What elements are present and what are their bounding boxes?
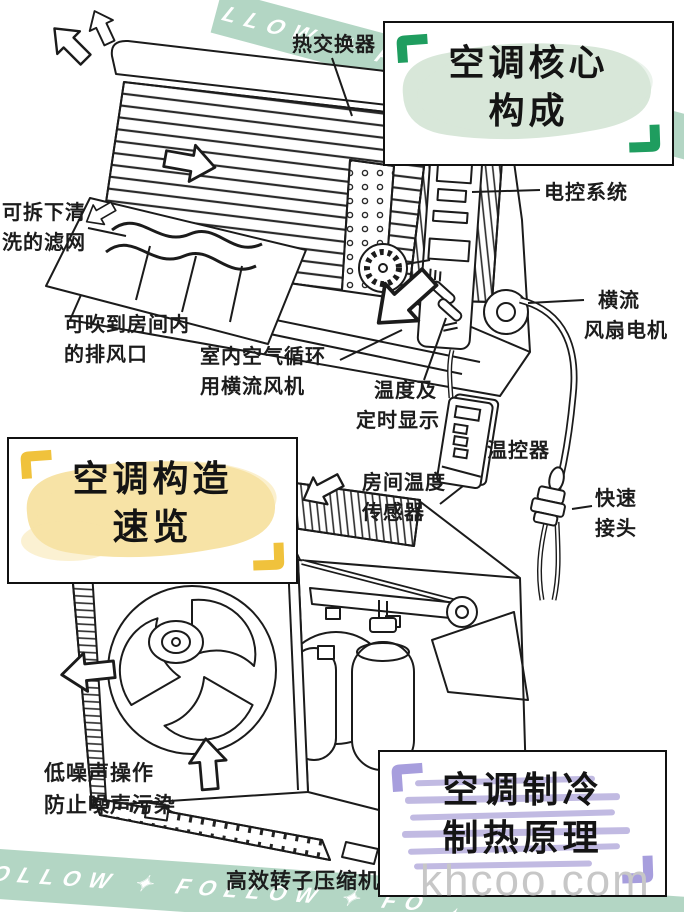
quick-connector-drawing bbox=[530, 466, 566, 527]
corner-bracket-icon bbox=[622, 855, 654, 884]
purple-scribble-lines bbox=[402, 775, 631, 870]
corner-bracket-icon bbox=[396, 33, 428, 64]
label-air-outlet: 可吹到房间内 的排风口 bbox=[64, 314, 190, 366]
label-temp-timer-display: 温度及 定时显示 bbox=[356, 380, 440, 432]
pointer-lines bbox=[87, 57, 593, 862]
yellow-brush-stroke bbox=[21, 460, 277, 561]
label-low-noise: 低噪声操作 防止噪声污染 bbox=[44, 762, 176, 817]
watermark-text: khcoo.com bbox=[420, 856, 651, 905]
callout-overview-title: 空调构造 速览 bbox=[72, 458, 233, 548]
label-quick-connector: 快速 接头 bbox=[595, 488, 637, 540]
indoor-unit-drawing bbox=[45, 39, 531, 397]
corner-bracket-icon bbox=[20, 449, 52, 480]
callout-principle-title: 空调制冷 制热原理 bbox=[442, 769, 603, 859]
label-crossflow-fan: 室内空气循环 用横流风机 bbox=[200, 346, 326, 398]
callout-structure-overview: 空调构造 速览 bbox=[7, 437, 298, 584]
green-brush-stroke bbox=[402, 43, 653, 140]
label-thermostat: 温控器 bbox=[487, 440, 550, 462]
corner-bracket-icon bbox=[391, 762, 423, 793]
thermostat-drawing bbox=[436, 393, 500, 490]
label-removable-filter: 可拆下清 洗的滤网 bbox=[2, 202, 86, 254]
corner-bracket-icon bbox=[629, 124, 661, 153]
callout-core-title: 空调核心 构成 bbox=[448, 42, 609, 132]
corner-bracket-icon bbox=[253, 542, 285, 571]
label-room-sensor: 房间温度 传感器 bbox=[362, 472, 446, 524]
callout-core-components: 空调核心 构成 bbox=[383, 21, 674, 166]
label-rotary-compressor: 高效转子压缩机 bbox=[226, 870, 380, 893]
label-control-system: 电控系统 bbox=[544, 182, 628, 204]
label-heat-exchanger: 热交换器 bbox=[292, 34, 376, 56]
label-fan-motor: 横流 风扇电机 bbox=[584, 290, 668, 342]
callout-cooling-heating-principle: 空调制冷 制热原理 bbox=[378, 750, 667, 897]
